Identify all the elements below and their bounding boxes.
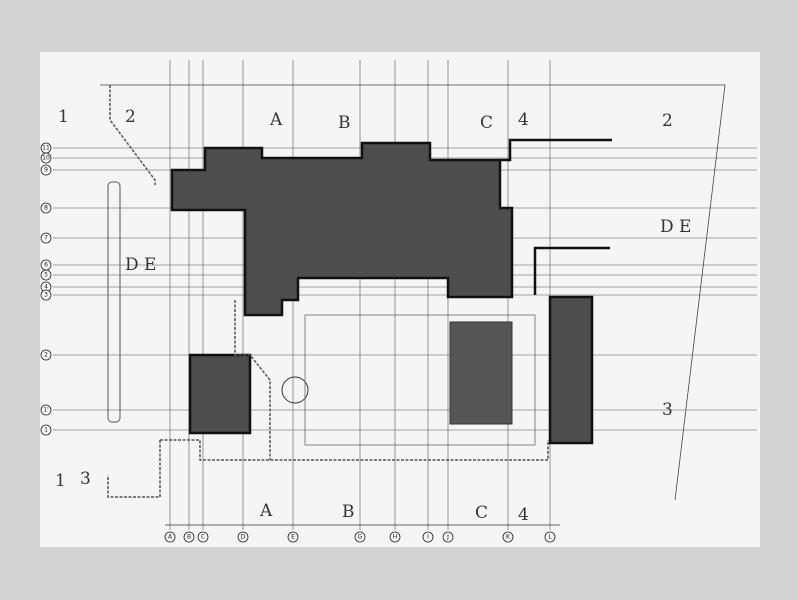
section-mark: B — [338, 113, 351, 133]
terrace-wall — [160, 439, 549, 461]
row-axis-label: 9 — [44, 167, 48, 174]
section-mark: D E — [660, 217, 691, 237]
column-axis-label: H — [393, 534, 398, 541]
column-axis-label: B — [187, 534, 191, 541]
column-axis-label: C — [201, 534, 205, 541]
section-mark: 4 — [518, 110, 529, 130]
row-axis-bubble — [40, 152, 52, 164]
column-axis-label: L — [548, 534, 552, 541]
section-mark: D E — [125, 255, 156, 275]
row-axis-label: 8 — [44, 205, 48, 212]
section-mark: A — [259, 501, 273, 521]
row-axis-bubble — [40, 202, 52, 214]
section-mark: C — [475, 503, 488, 523]
row-axis-label: 4 — [44, 284, 48, 291]
column-axis-bubble — [422, 531, 434, 543]
section-mark: B — [342, 502, 355, 522]
column-axis-bubble — [354, 531, 366, 543]
row-axis-label: 1' — [43, 407, 49, 414]
column-axis-label: E — [291, 534, 295, 541]
wall — [500, 138, 612, 162]
paper-sheet — [40, 52, 760, 547]
column-axis-label: A — [168, 534, 173, 541]
row-axis-bubble — [40, 404, 52, 416]
row-axis-label: 7 — [44, 235, 48, 242]
pool — [107, 181, 121, 423]
row-axis-bubble — [40, 424, 52, 436]
terrace-wall — [107, 440, 161, 498]
spiral-stair — [281, 376, 309, 404]
row-axis-bubble — [40, 349, 52, 361]
row-axis-label: 11 — [42, 145, 50, 152]
column-axis-label: G — [358, 534, 363, 541]
wall — [533, 246, 610, 295]
row-axis-label: 6 — [44, 262, 48, 269]
row-axis-label: 2 — [44, 352, 48, 359]
section-mark: 2 — [662, 111, 673, 131]
row-axis-bubble — [40, 289, 52, 301]
column-axis-bubble — [544, 531, 556, 543]
column-axis-bubble — [389, 531, 401, 543]
column-axis-label: I — [427, 534, 429, 541]
column-axis-bubble — [164, 531, 176, 543]
column-axis-label: K — [506, 534, 511, 541]
column-axis-bubble — [183, 531, 195, 543]
terrace-wall — [234, 300, 271, 460]
site-boundary — [100, 84, 726, 501]
section-mark: C — [480, 113, 493, 133]
row-axis-bubble — [40, 232, 52, 244]
section-mark: 3 — [662, 400, 673, 420]
row-axis-bubble — [40, 164, 52, 176]
column-axis-bubble — [502, 531, 514, 543]
section-mark: 2 — [125, 107, 136, 127]
terrace-wall — [109, 85, 156, 185]
column-axis-bubble — [442, 531, 454, 543]
section-mark: 3 — [80, 469, 91, 489]
row-axis-label: 10 — [42, 155, 50, 162]
section-mark: 4 — [518, 505, 529, 525]
row-axis-label: 3 — [44, 292, 48, 299]
column-axis-label: J — [446, 534, 449, 541]
section-mark: 1 — [58, 107, 69, 127]
row-axis-label: 5 — [44, 272, 48, 279]
courtyard — [304, 314, 536, 446]
column-axis-bubble — [197, 531, 209, 543]
column-axis-bubble — [287, 531, 299, 543]
column-axis-bubble — [237, 531, 249, 543]
row-axis-label: 1 — [44, 427, 48, 434]
row-axis-bubble — [40, 269, 52, 281]
building-mass — [170, 141, 594, 445]
section-mark: A — [269, 110, 283, 130]
column-axis-label: D — [241, 534, 246, 541]
section-mark: 1 — [55, 471, 66, 491]
